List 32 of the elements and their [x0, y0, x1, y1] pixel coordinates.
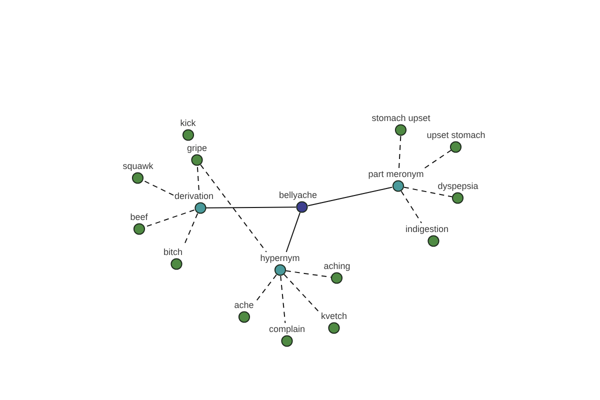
- connector-line: [403, 186, 453, 198]
- node-label: kvetch: [321, 311, 347, 321]
- connector-line: [307, 186, 393, 206]
- connector-line: [144, 210, 195, 228]
- connector-line: [206, 206, 296, 208]
- connector-line: [200, 164, 267, 252]
- node-label: complain: [268, 324, 306, 334]
- connector-line: [280, 276, 286, 324]
- connector-line: [284, 274, 320, 314]
- connector-line: [254, 274, 277, 304]
- connector-line: [398, 136, 402, 168]
- node-label: ache: [234, 300, 254, 310]
- node-label: part meronym: [368, 169, 424, 179]
- connector-line: [424, 150, 452, 168]
- node-label: squawk: [122, 161, 154, 171]
- node-label: beef: [130, 212, 148, 222]
- node-label: hypernym: [260, 253, 300, 263]
- node-label: bellyache: [278, 190, 318, 200]
- node-label: aching: [324, 261, 350, 271]
- connector-line: [400, 190, 422, 224]
- node-label: gripe: [187, 143, 207, 153]
- connector-line: [196, 166, 200, 190]
- node-label: kick: [180, 118, 196, 128]
- connector-line: [285, 270, 332, 278]
- connector-line: [286, 212, 300, 252]
- node-label: dyspepsia: [438, 181, 478, 191]
- node-label: upset stomach: [426, 130, 486, 140]
- node-label: derivation: [174, 191, 214, 201]
- node-label: bitch: [164, 247, 182, 257]
- node-label: stomach upset: [372, 113, 430, 123]
- node-label: indigestion: [405, 224, 449, 234]
- connector-line: [142, 180, 174, 196]
